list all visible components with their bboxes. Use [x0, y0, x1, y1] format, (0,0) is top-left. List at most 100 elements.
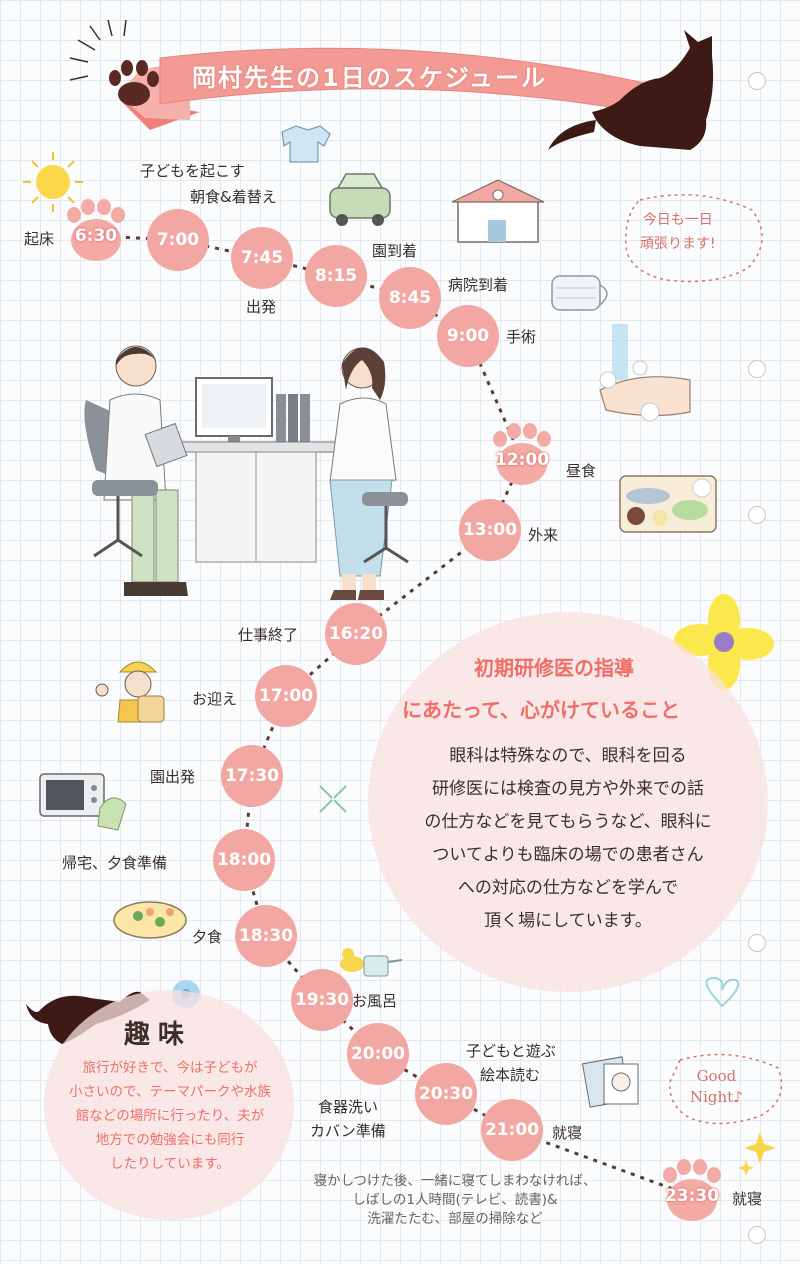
label-home: 帰宅、夕食準備 — [62, 854, 168, 872]
mentor-body-line: 研修医には検査の見方や外来での話 — [432, 779, 704, 799]
time-node-label: 9:00 — [446, 326, 490, 346]
time-node: 6:30 — [65, 199, 127, 267]
hobby-body: 旅行が好きで、今は子どもが 小さいので、テーマパークや水族 館などの場所に行った… — [52, 1056, 288, 1176]
binder-hole — [748, 506, 766, 524]
time-node: 21:00 — [481, 1099, 543, 1161]
paw-toe — [67, 207, 81, 223]
time-node: 17:00 — [255, 665, 317, 727]
label-surgery: 手術 — [506, 328, 537, 346]
paella-icon — [113, 901, 187, 939]
time-node-label: 8:45 — [388, 288, 432, 308]
paw-pad — [497, 443, 547, 485]
label-work-end: 仕事終了 — [238, 626, 299, 644]
time-node: 13:00 — [459, 499, 521, 561]
label-play-1: 子どもと遊ぶ — [466, 1042, 556, 1060]
paw-toe — [523, 423, 537, 439]
paw-toe — [507, 423, 521, 439]
page-title: 岡村先生の1日のスケジュール — [192, 64, 548, 92]
goodnight-text: Good Night♪ — [690, 1066, 743, 1108]
paw-toe — [677, 1159, 691, 1175]
time-node-label: 17:30 — [224, 766, 280, 786]
speech-bubble — [625, 194, 763, 283]
time-node: 18:00 — [213, 829, 275, 891]
footnote-line: 洗濯たたむ、部屋の掃除など — [367, 1211, 543, 1227]
label-kids-wake: 子どもを起こす — [140, 162, 245, 180]
hobby-body-line: したりしています。 — [110, 1156, 230, 1172]
sun-icon — [23, 152, 83, 212]
sparkle-stars-icon — [738, 1132, 776, 1176]
time-node: 12:00 — [491, 423, 553, 491]
paw-toe — [663, 1167, 677, 1183]
binder-hole — [748, 1226, 766, 1244]
label-dishes-2: カバン準備 — [310, 1122, 386, 1140]
hobby-title: 趣味 — [124, 1020, 193, 1050]
speech-line: 今日も一日 — [642, 212, 713, 228]
paw-pad — [667, 1179, 717, 1221]
time-node-label: 18:30 — [238, 926, 294, 946]
mentor-body-line: 頂く場にしています。 — [484, 911, 652, 931]
hobby-body-line: 小さいので、テーマパークや水族 — [69, 1084, 271, 1100]
time-node-label: 12:00 — [494, 450, 550, 470]
binder-hole — [748, 360, 766, 378]
binder-hole — [748, 934, 766, 952]
label-arrive-nursery: 園到着 — [372, 242, 418, 260]
goodnight-line: Good — [696, 1067, 737, 1085]
label-dinner: 夕食 — [192, 928, 223, 946]
speech-line: 頑張ります! — [640, 236, 716, 252]
time-node-label: 7:45 — [240, 248, 284, 268]
time-node: 19:30 — [291, 969, 353, 1031]
label-depart: 出発 — [246, 298, 277, 316]
time-node: 20:00 — [347, 1023, 409, 1085]
bath-duck-icon — [340, 948, 403, 977]
mentor-body-line: 眼科は特殊なので、眼科を回る — [449, 746, 687, 766]
mentor-title-line: にあたって、心がけていること — [402, 698, 680, 722]
binder-hole — [748, 72, 766, 90]
sparkle-icon — [319, 785, 347, 813]
time-node-label: 13:00 — [462, 520, 518, 540]
time-node: 7:45 — [231, 227, 293, 289]
label-play-2: 絵本読む — [480, 1066, 541, 1084]
label-dishes-1: 食器洗い — [318, 1098, 379, 1116]
label-sleep: 就寝 — [732, 1190, 763, 1208]
time-node: 18:30 — [235, 905, 297, 967]
time-node-label: 21:00 — [484, 1120, 540, 1140]
mask-icon — [551, 275, 608, 311]
label-arrive-hospital: 病院到着 — [448, 276, 509, 294]
time-node-label: 18:00 — [216, 850, 272, 870]
mentor-body: 眼科は特殊なので、眼科を回る 研修医には検査の見方や外来での話 の仕方などを見て… — [384, 740, 752, 938]
paw-icon — [109, 60, 159, 106]
hobby-body-line: 地方での勉強会にも同行 — [95, 1132, 245, 1148]
time-node-label: 20:30 — [418, 1084, 474, 1104]
rays-decoration — [69, 19, 127, 81]
hobby-body-line: 旅行が好きで、今は子どもが — [82, 1060, 258, 1076]
label-lunch: 昼食 — [566, 462, 597, 480]
time-node-label: 17:00 — [258, 686, 314, 706]
hand-washing-icon — [599, 324, 691, 422]
picture-book-icon — [581, 1056, 639, 1108]
doctor-patient-illustration — [84, 345, 409, 600]
hobby-bubble — [44, 990, 294, 1220]
paw-pad — [71, 219, 121, 261]
time-node: 8:45 — [379, 267, 441, 329]
footnote: 寝かしつけた後、一緒に寝てしまわなければ、 しばしの1人時間(テレビ、読書)& … — [290, 1172, 620, 1229]
paw-toe — [111, 207, 125, 223]
time-node-label: 20:00 — [350, 1044, 406, 1064]
shirt-icon — [281, 125, 331, 163]
time-node-label: 8:15 — [314, 266, 358, 286]
label-pickup: お迎え — [192, 690, 238, 708]
footnote-line: 寝かしつけた後、一緒に寝てしまわなければ、 — [313, 1173, 597, 1189]
time-node: 7:00 — [147, 209, 209, 271]
time-node-label: 6:30 — [74, 226, 118, 246]
mentor-title-line: 初期研修医の指導 — [474, 656, 634, 680]
time-node: 9:00 — [437, 305, 499, 367]
label-leave-nursery: 園出発 — [150, 768, 196, 786]
time-node: 8:15 — [305, 245, 367, 307]
label-kids-sleep: 就寝 — [552, 1124, 583, 1142]
label-breakfast: 朝食&着替え — [190, 188, 277, 206]
time-node-label: 7:00 — [156, 230, 200, 250]
mentor-body-line: ついてよりも臨床の場での患者さん — [432, 845, 704, 865]
speech-text: 今日も一日 頑張ります! — [640, 208, 716, 256]
time-node-label: 19:30 — [294, 990, 350, 1010]
